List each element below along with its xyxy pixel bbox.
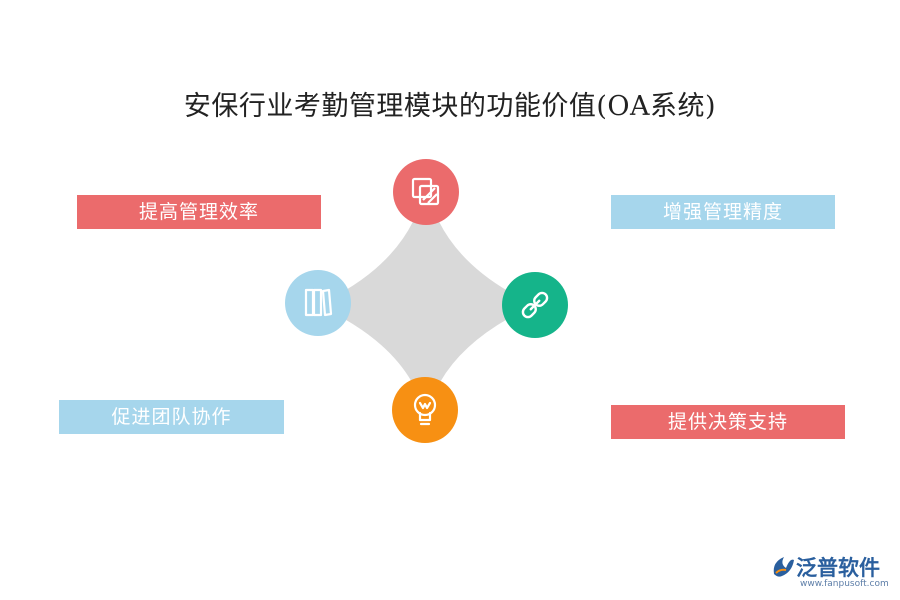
label-promote-teamwork: 促进团队协作	[59, 400, 284, 434]
page-title: 安保行业考勤管理模块的功能价值(OA系统)	[183, 91, 717, 122]
logo-mark-icon	[773, 557, 794, 577]
logo-name: 泛普软件	[796, 556, 880, 580]
label-enhance-precision: 增强管理精度	[611, 195, 835, 229]
layers-icon	[411, 177, 440, 206]
link-icon	[521, 291, 549, 319]
bottom-node	[392, 377, 458, 443]
center-star-shape	[317, 182, 535, 420]
left-node	[285, 270, 351, 336]
label-improve-efficiency: 提高管理效率	[77, 195, 321, 229]
books-icon	[304, 288, 333, 317]
right-node	[502, 272, 568, 338]
logo-url: www.fanpusoft.com	[800, 579, 889, 589]
brand-logo: 泛普软件 www.fanpusoft.com	[770, 550, 895, 596]
lightbulb-icon	[413, 393, 437, 426]
label-decision-support: 提供决策支持	[611, 405, 845, 439]
top-node	[393, 159, 459, 225]
